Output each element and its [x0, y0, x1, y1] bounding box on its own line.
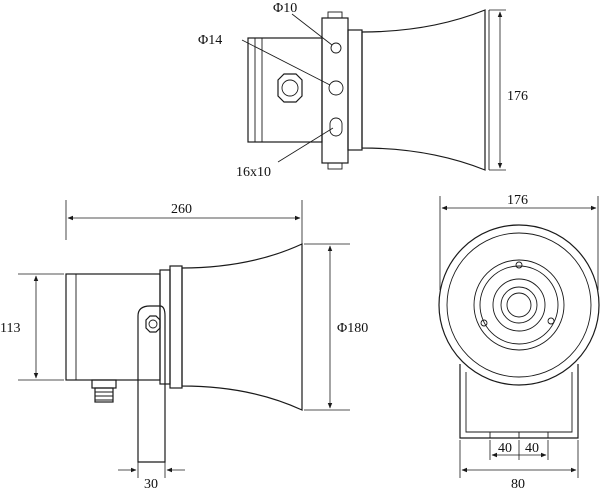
cable-gland-icon [277, 73, 303, 103]
front-width-label: 176 [507, 193, 528, 208]
hole-14 [328, 80, 344, 96]
top-view-horn [361, 9, 486, 171]
top-view: Φ10 Φ14 16x10 176 [198, 1, 528, 180]
side-horn-diameter-label: Φ180 [337, 321, 368, 336]
front-hole-spacing-left-label: 40 [498, 441, 512, 456]
front-view: 176 40 40 80 [438, 193, 600, 490]
top-height-label: 176 [507, 89, 528, 104]
side-length-label: 260 [171, 202, 192, 217]
hole-10 [330, 42, 342, 54]
side-cable-gland-icon [91, 379, 117, 403]
front-hole-spacing-right-label: 40 [525, 441, 539, 456]
slot-label: 16x10 [236, 165, 271, 180]
top-view-body [247, 37, 323, 143]
screw-icon [480, 319, 488, 327]
side-view-bracket [137, 305, 166, 463]
side-view: 260 113 Φ180 [0, 200, 368, 490]
side-bracket-width-label: 30 [144, 477, 158, 490]
front-base-width-label: 80 [511, 477, 525, 490]
driver-center-icon [506, 292, 532, 318]
hole-small-label: Φ10 [273, 1, 297, 16]
side-body-height-label: 113 [0, 321, 20, 336]
front-outer-rim [438, 224, 600, 386]
screw-icon [547, 317, 555, 325]
hole-large-label: Φ14 [198, 33, 222, 48]
bolt-hex-icon [145, 315, 161, 333]
slot-16x10 [329, 117, 343, 137]
screw-icon [515, 261, 523, 269]
top-view-bracket [321, 17, 349, 164]
side-view-horn [181, 243, 303, 411]
